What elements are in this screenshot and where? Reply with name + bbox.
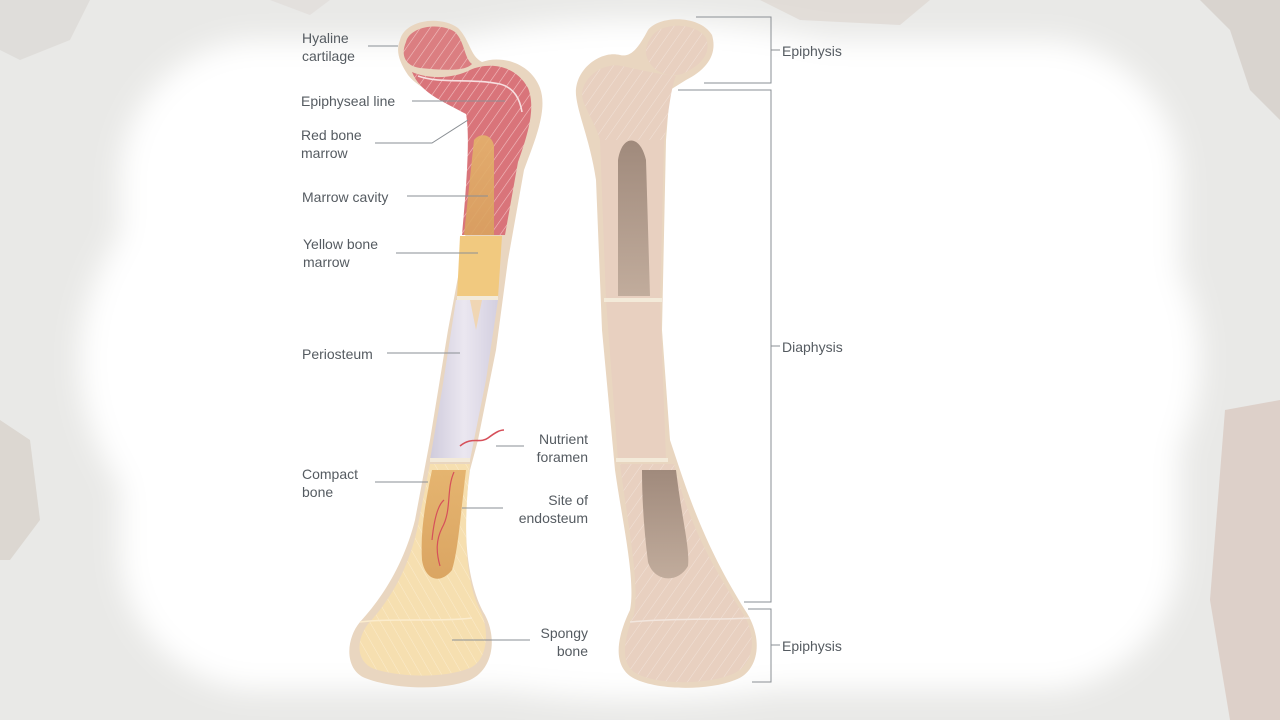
label-spongy-bone: Spongy bone (540, 625, 588, 659)
label-diaphysis: Diaphysis (782, 339, 843, 355)
plain-cavity-top (618, 140, 650, 296)
label-epiphysis-top: Epiphysis (782, 43, 842, 59)
periosteum-section (430, 300, 498, 460)
femur-cross-section (349, 20, 543, 688)
marrow-cavity (464, 135, 494, 235)
label-epiphyseal-line: Epiphyseal line (301, 93, 396, 109)
label-marrow-cavity: Marrow cavity (302, 189, 389, 205)
label-compact-bone: Compact bone (302, 466, 359, 500)
epiphyseal-line (417, 75, 523, 113)
label-periosteum: Periosteum (302, 346, 373, 362)
label-hyaline-cartilage: Hyaline cartilage (302, 30, 355, 64)
label-nutrient-foramen: Nutrient foramen (536, 431, 588, 465)
label-site-of-endosteum: Site of endosteum (518, 492, 588, 526)
femur-regions (575, 19, 757, 688)
nutrient-branch (431, 471, 455, 567)
label-yellow-bone-marrow: Yellow bone marrow (303, 236, 378, 270)
region-brackets (678, 16, 780, 683)
nutrient-artery (459, 429, 505, 447)
leader-lines (368, 45, 530, 641)
label-red-bone-marrow: Red bone marrow (301, 127, 362, 161)
yellow-marrow-block (457, 236, 502, 298)
hyaline-cartilage-cap (403, 26, 472, 70)
label-epiphysis-bottom: Epiphysis (782, 638, 842, 654)
plain-cavity-bottom (642, 470, 689, 579)
epiphysis-top-red-marrow (412, 65, 532, 236)
